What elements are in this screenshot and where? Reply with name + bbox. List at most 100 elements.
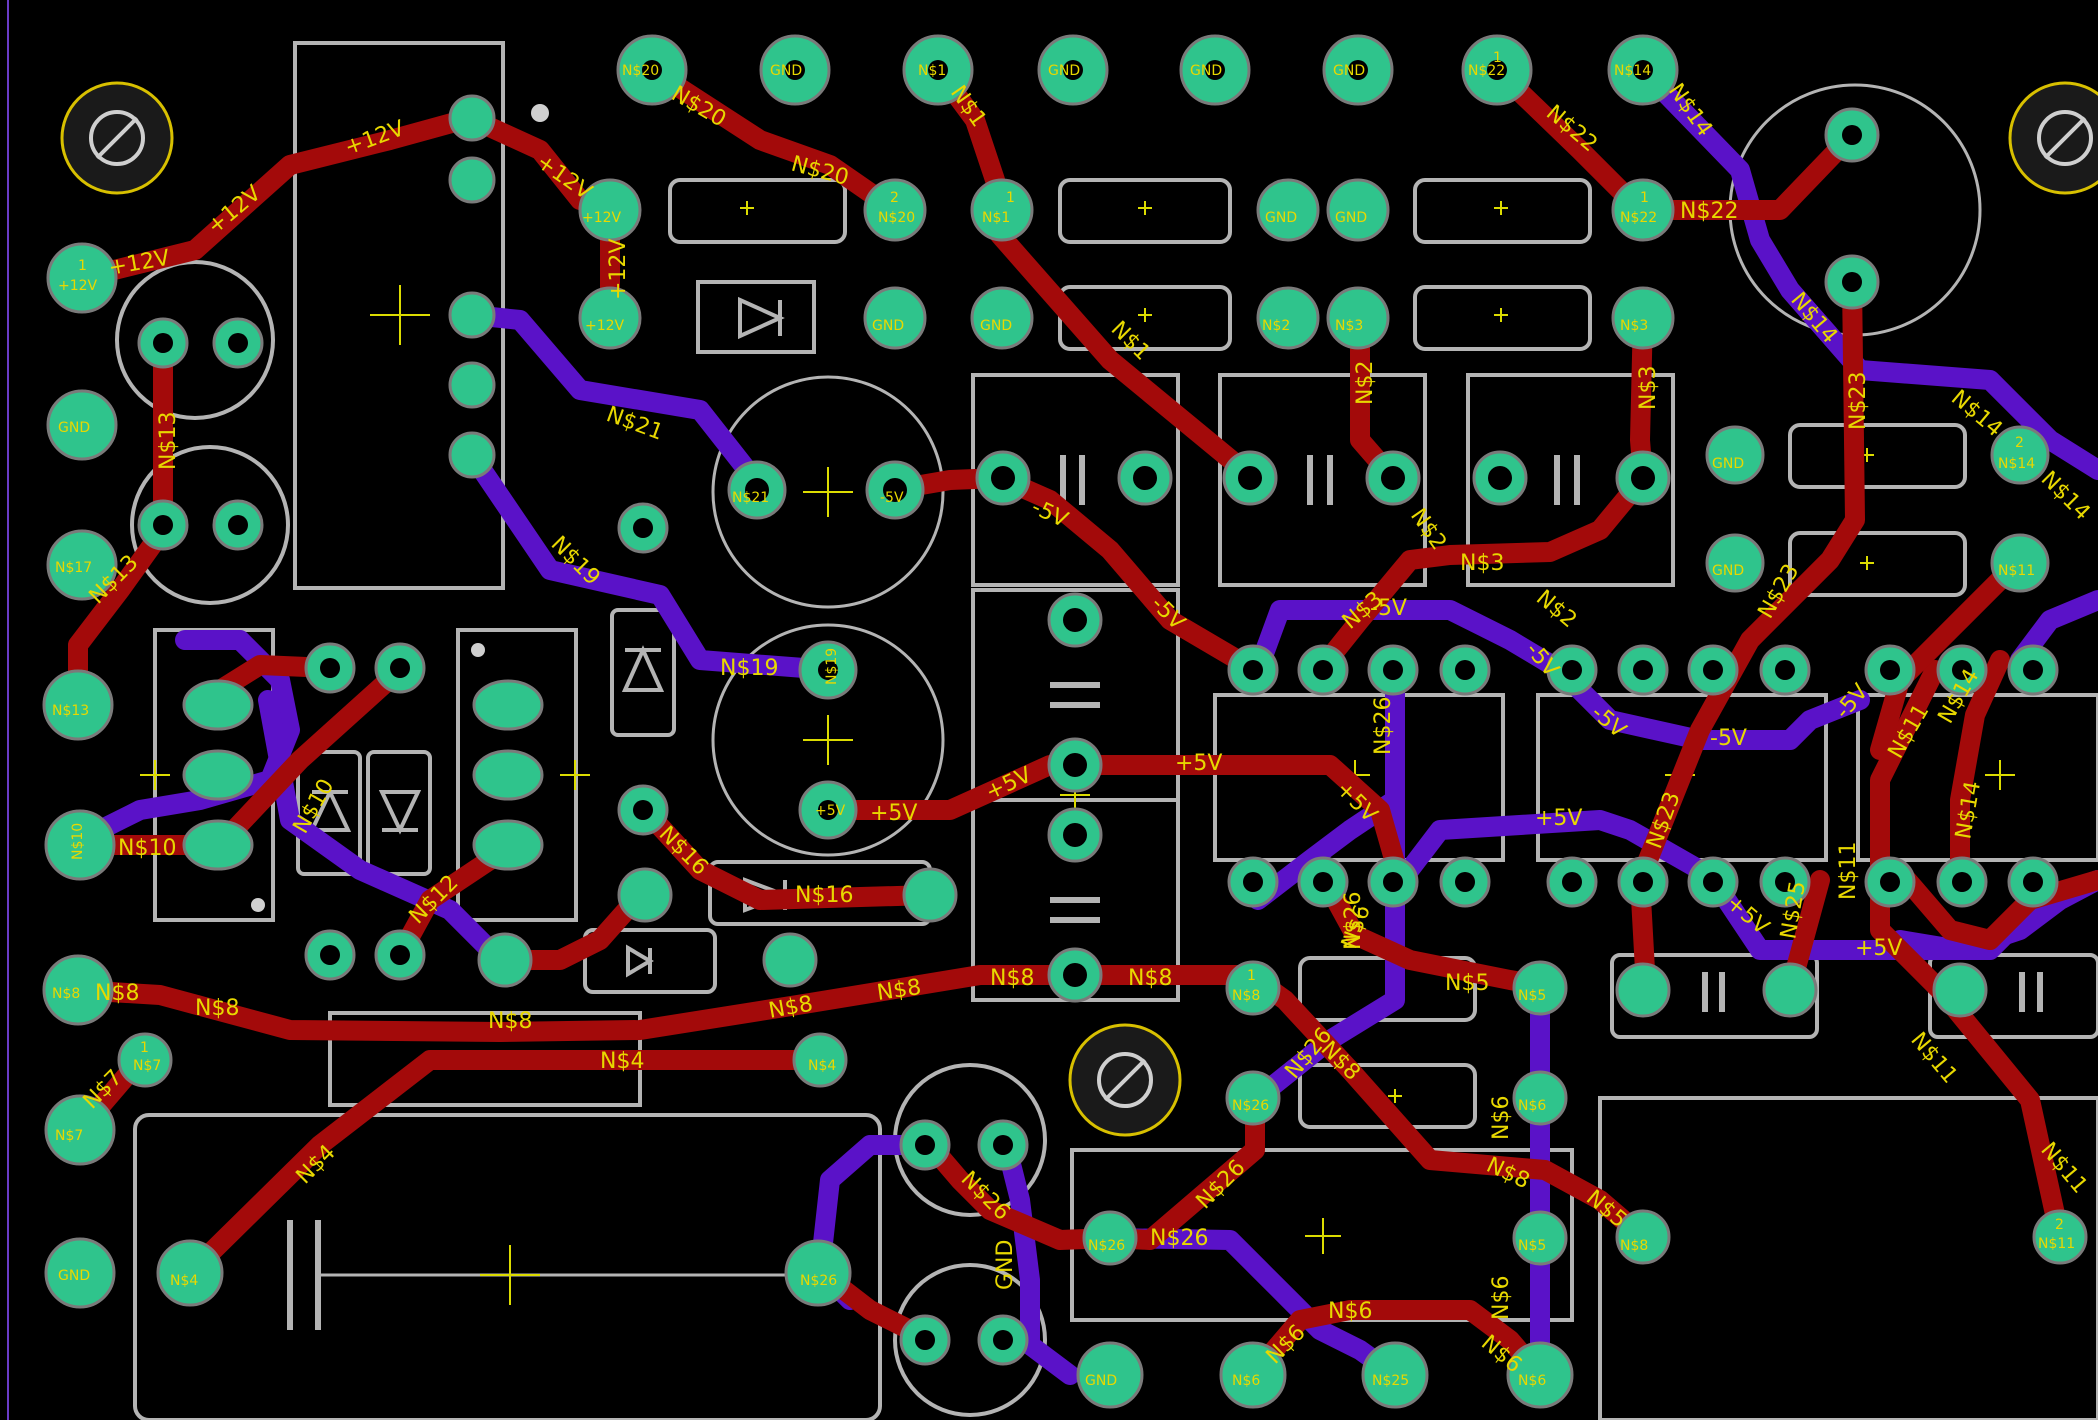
net-label: N$10 [118,836,176,861]
pad-label: N$11 [2038,1236,2075,1252]
net-label: N$8 [195,996,239,1021]
net-label: N$2 [1531,585,1581,633]
drill-holes [153,60,2043,1350]
pad-label: N$6 [1232,1373,1260,1389]
net-label: N$8 [990,966,1034,991]
net-label: N$23 [1846,372,1871,430]
net-label: N$16 [795,883,853,908]
pad-label: N$21 [732,490,769,506]
pad-label: GND [980,318,1012,334]
pad-label: N$26 [1088,1238,1125,1254]
pad-label: N$1 [982,210,1010,226]
pad-label: GND [58,1268,90,1284]
pad-label: N$8 [52,986,80,1002]
net-label: N$26 [1150,1226,1208,1251]
net-label: -5V [1370,596,1407,621]
net-label: N$3 [1636,366,1661,410]
diode-symbols [308,296,791,978]
pad-label: N$5 [1518,988,1546,1004]
pad-label: N$22 [1468,63,1505,79]
net-label: N$11 [1836,842,1861,900]
pad-label: N$5 [1518,1238,1546,1254]
net-label: N$6 [1489,1276,1514,1320]
net-label: N$4 [600,1049,644,1074]
net-label: N$5 [1445,971,1489,996]
pin1-markers [251,104,549,912]
pad-label: N$10 [70,823,86,860]
pad-label: 2 [890,190,899,206]
pad-label: N$20 [622,63,659,79]
pad-label: N$26 [1232,1098,1269,1114]
pad-label: +5V [815,803,846,819]
bottom-copper-traces [70,60,2098,1385]
mounting-holes [60,81,2098,1137]
net-label: N$8 [95,981,139,1006]
net-label: N$26 [1371,697,1396,755]
net-label: +12V [203,181,266,240]
pad-label: N$4 [808,1058,836,1074]
net-label: N$14 [2036,467,2095,526]
pad-label: +12V [58,278,98,294]
pad-label: 2 [2015,435,2024,451]
net-label: N$16 [654,822,713,881]
pad-label: GND [58,420,90,436]
pad-label: -5V [880,490,904,506]
pad-label: N$4 [170,1273,198,1289]
net-label: +12V [606,239,631,300]
pad-label: N$7 [133,1058,161,1074]
pad-label: GND [1048,63,1080,79]
net-label: +5V [870,801,917,826]
net-label: N$8 [488,1009,532,1034]
net-label: GND [993,1240,1018,1290]
pad-label: +12V [582,210,622,226]
net-label: N$13 [156,412,181,470]
net-label: N$19 [720,656,778,681]
pad-label: N$1 [918,63,946,79]
pad-label: N$13 [52,703,89,719]
net-label: N$8 [875,975,922,1006]
pad-labels: N$20 GND N$1 GND GND GND N$22 N$14 +12V … [52,50,2075,1389]
pad-label: 1 [1640,190,1649,206]
pad-label: +12V [585,318,625,334]
net-label: N$22 [1680,199,1738,224]
oval-pads[interactable] [182,679,544,871]
pad-label: N$8 [1232,988,1260,1004]
pad-label: 1 [1247,968,1256,984]
net-label: N$6 [1328,1299,1372,1324]
net-label: +5V [1855,936,1902,961]
pad-label: N$8 [1620,1238,1648,1254]
pad-label: GND [872,318,904,334]
pad-label: GND [1085,1373,1117,1389]
net-label: N$26 [1341,892,1366,950]
pad-label: N$26 [800,1273,837,1289]
pad-label: N$11 [1998,563,2035,579]
pad-label: N$22 [1620,210,1657,226]
net-label: N$3 [1460,551,1504,576]
pad-label: N$6 [1518,1373,1546,1389]
pad-label: GND [1712,563,1744,579]
pad-label: N$14 [1998,456,2035,472]
pad-label: 1 [1006,190,1015,206]
pad-label: GND [770,63,802,79]
net-label: N$20 [788,152,851,191]
pad-label: N$6 [1518,1098,1546,1114]
pad-label: N$7 [55,1128,83,1144]
pad-label: N$3 [1335,318,1363,334]
net-label: +12V [532,149,597,205]
pad-label: N$20 [878,210,915,226]
net-label: N$8 [767,992,815,1024]
pad-label: GND [1265,210,1297,226]
capacitor-symbols [287,455,2043,1330]
pad-label: 1 [1493,50,1502,66]
net-label: N$4 [292,1140,341,1189]
pad-label: N$17 [55,560,92,576]
net-label: +5V [1175,751,1222,776]
pad-label: N$25 [1372,1373,1409,1389]
net-label: -5V [1710,726,1747,751]
pad-label: N$2 [1262,318,1290,334]
net-label: N$8 [1128,966,1172,991]
pad-label: GND [1335,210,1367,226]
pad-label: 2 [2055,1217,2064,1233]
